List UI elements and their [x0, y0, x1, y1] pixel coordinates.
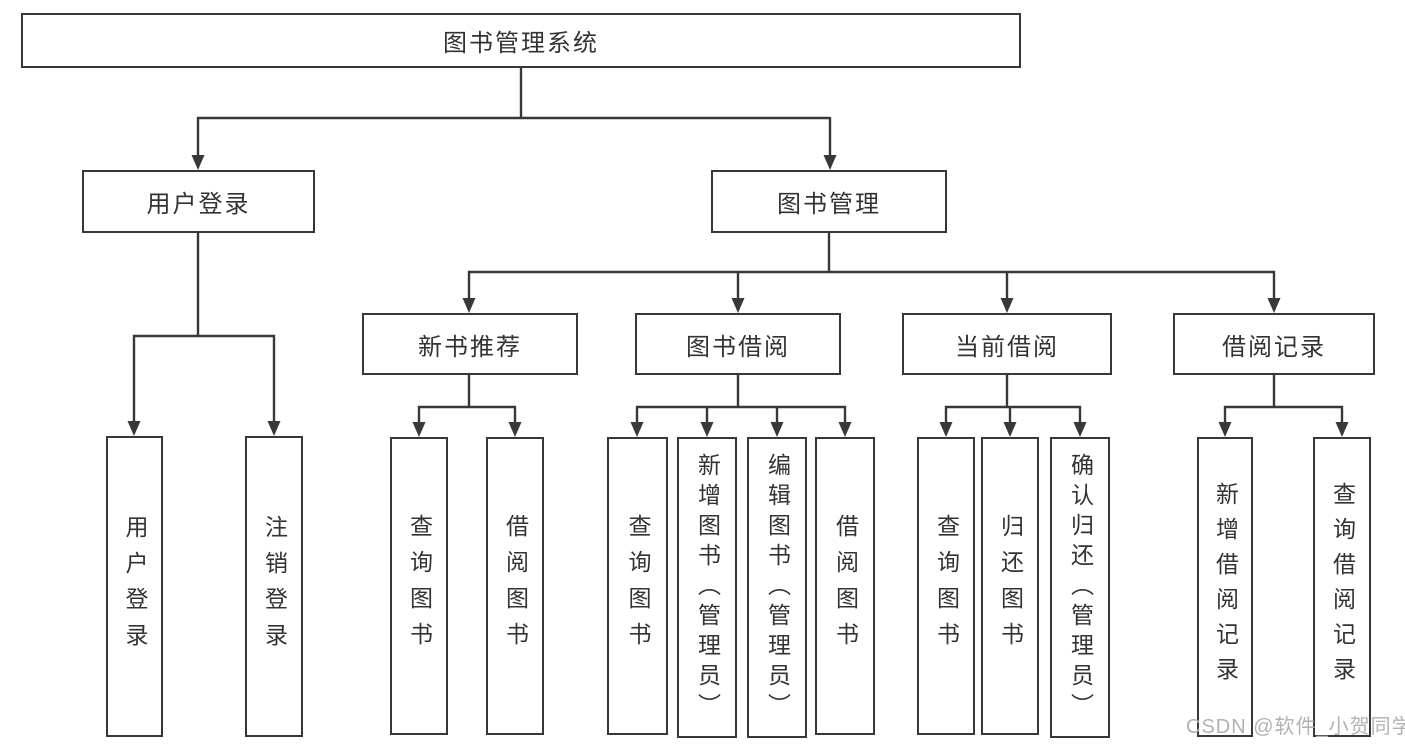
- node-book-borrowing: 图书借阅: [635, 313, 841, 375]
- leaf-borrow-books: 借阅图书: [815, 437, 875, 735]
- node-user-login: 用户登录: [82, 170, 315, 233]
- node-current-borrowing: 当前借阅: [902, 313, 1112, 375]
- node-borrowing-records: 借阅记录: [1173, 313, 1375, 375]
- arrowhead-icons: [127, 155, 1349, 437]
- leaf-query-books-current: 查询图书: [917, 437, 975, 735]
- node-book-management: 图书管理: [711, 170, 947, 233]
- csdn-watermark: CSDN @软件_小贺同学: [1186, 716, 1405, 738]
- leaf-edit-books-admin: 编辑图书（管理员）: [747, 437, 807, 738]
- leaf-query-books-recommend: 查询图书: [390, 437, 448, 735]
- node-library-management-system: 图书管理系统: [21, 13, 1021, 68]
- leaf-add-books-admin: 新增图书（管理员）: [677, 437, 737, 738]
- node-new-book-recommend: 新书推荐: [362, 313, 578, 375]
- leaf-user-login: 用户登录: [106, 436, 163, 737]
- leaf-query-books-borrow: 查询图书: [607, 437, 668, 735]
- leaf-logout: 注销登录: [245, 436, 303, 737]
- leaf-query-borrow-record: 查询借阅记录: [1313, 437, 1371, 737]
- leaf-borrow-books-recommend: 借阅图书: [486, 437, 544, 735]
- leaf-add-borrow-record: 新增借阅记录: [1197, 437, 1253, 737]
- leaf-return-books: 归还图书: [981, 437, 1039, 735]
- leaf-confirm-return-admin: 确认归还（管理员）: [1050, 437, 1110, 738]
